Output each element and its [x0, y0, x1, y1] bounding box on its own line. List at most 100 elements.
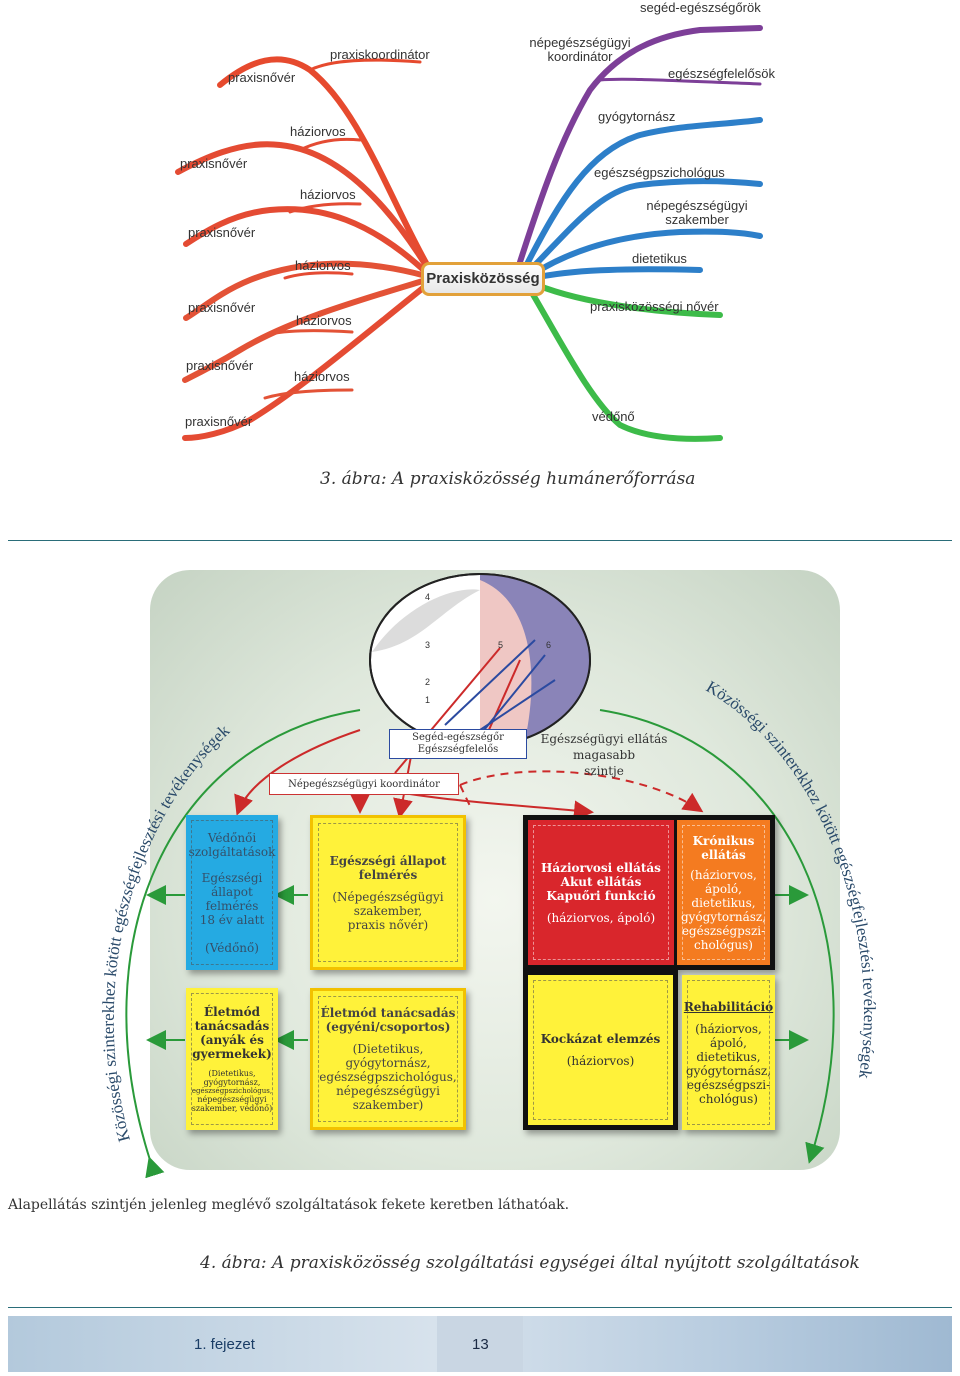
rehabilitacio-box: Rehabilitáció (háziorvos, ápoló, dieteti…: [682, 975, 775, 1130]
level-5: 5: [498, 640, 503, 650]
chapter-label: 1. fejezet: [194, 1336, 255, 1353]
haziorvosi-line-4: (háziorvos, ápoló): [546, 910, 656, 925]
branch-right-blue-4: [531, 266, 703, 281]
mindmap-branches: [175, 25, 763, 442]
branch-haz-4: [268, 329, 354, 336]
diagram-graphics: Közösségi szinterekhez kötött egészségfe…: [99, 573, 879, 1179]
mm-label-l4: praxisnővér: [180, 156, 248, 171]
egeszsegi-line-4: szakember,: [353, 903, 423, 918]
eletmod-b-line-4: egészségpszichológus,: [319, 1070, 457, 1084]
figure-4-caption: 4. ábra: A praxisközösség szolgáltatási …: [200, 1253, 860, 1273]
eletmod-s-line-5: (Dietetikus,: [208, 1069, 256, 1078]
eletmod-b-line-1: Életmód tanácsadás: [320, 1006, 456, 1020]
branch-left-1: [217, 56, 433, 273]
eletmod-s-line-3: (anyák és: [200, 1033, 264, 1047]
haziorvosi-box: Háziorvosi ellátás Akut ellátás Kapuőri …: [528, 820, 674, 965]
mm-label-l11: háziorvos: [294, 369, 350, 384]
figure-3-caption: 3. ábra: A praxisközösség humánerőforrás…: [320, 469, 696, 489]
mm-label-l8: praxisnővér: [188, 300, 256, 315]
mm-label-r2: népegészségügyi koordinátor: [529, 35, 631, 64]
kockazat-line-2: (háziorvos): [566, 1054, 635, 1068]
kronikus-line-8: chológus): [694, 937, 753, 952]
haziorvosi-line-3: Kapuőri funkció: [546, 888, 656, 903]
eletmod-s-line-2: tanácsadás: [194, 1019, 270, 1033]
branch-haz-3: [283, 271, 354, 280]
branch-right-green-2: [525, 283, 723, 442]
vedonoi-box: Védőnői szolgáltatások Egészségi állapot…: [186, 815, 278, 970]
right-arc: [599, 709, 835, 1164]
nepeg-koordinator-box: Népegészségügyi koordinátor: [269, 773, 459, 795]
mm-label-r8: praxisközösségi nővér: [590, 299, 719, 314]
divider-bottom: [8, 1307, 952, 1308]
branch-right-green-1: [527, 279, 723, 318]
rehab-line-4: dietetikus,: [696, 1049, 761, 1064]
page-number-cell: [437, 1316, 523, 1372]
rehab-line-2: (háziorvos,: [695, 1021, 762, 1036]
branch-haz-2: [288, 202, 362, 214]
branch-right-purple: [517, 25, 763, 265]
vedonoi-line-2: szolgáltatások: [188, 844, 276, 859]
magasabb-line-1: Egészségügyi ellátás: [540, 732, 668, 746]
branch-egeszsegfelelos: [598, 77, 762, 86]
branch-haz-1: [298, 137, 362, 152]
vedonoi-line-5: felmérés: [205, 898, 259, 913]
vedonoi-line-1: Védőnői: [207, 830, 257, 845]
divider-top: [8, 540, 952, 541]
mm-label-l12: praxisnővér: [185, 414, 253, 429]
branch-left-4: [183, 260, 429, 321]
rehab-line-3: ápoló,: [710, 1035, 747, 1050]
mm-label-l10: praxisnővér: [186, 358, 254, 373]
rehab-line-7: chológus): [699, 1091, 758, 1106]
mm-label-l1: praxisnővér: [228, 70, 296, 85]
kronikus-line-7: egészségpszi-: [681, 923, 766, 938]
mm-label-r5: egészségpszichológus: [594, 165, 725, 180]
branch-left-5: [182, 277, 429, 383]
magasabb-line-3: szintje: [584, 764, 624, 778]
haziorvosi-line-1: Háziorvosi ellátás: [541, 860, 661, 875]
note-text: Alapellátás szintjén jelenleg meglévő sz…: [8, 1197, 570, 1213]
mm-label-l2: praxiskoordinátor: [330, 47, 430, 62]
egeszsegi-line-3: (Népegészségügyi: [332, 889, 444, 904]
seged-line-2: Egészségfelelős: [417, 744, 499, 755]
kockazat-box: Kockázat elemzés (háziorvos): [528, 975, 673, 1125]
page-number: 13: [472, 1336, 489, 1353]
mm-label-r6: népegészségügyi szakember: [646, 198, 748, 227]
kronikus-line-6: gyógytornász,: [680, 909, 767, 924]
seged-line-1: Segéd-egészségőr: [412, 732, 504, 743]
eletmod-big-box: Életmód tanácsadás (egyéni/csoportos) (D…: [310, 988, 466, 1130]
mm-label-r1: segéd-egészségőrök: [640, 0, 761, 15]
kronikus-line-2: ellátás: [701, 847, 746, 862]
vedonoi-line-7: (Védőnő): [205, 940, 259, 955]
mm-label-l9: háziorvos: [296, 313, 352, 328]
eletmod-b-line-2: (egyéni/csoportos): [325, 1020, 451, 1034]
eletmod-b-line-6: szakember): [352, 1098, 424, 1112]
vedonoi-line-6: 18 év alatt: [199, 912, 265, 927]
level-1: 1: [425, 695, 430, 705]
kronikus-line-1: Krónikus: [692, 833, 755, 848]
branch-left-6: [182, 281, 431, 441]
egeszsegi-line-5: praxis nővér): [347, 917, 429, 932]
kronikus-line-5: dietetikus,: [691, 895, 756, 910]
eletmod-b-line-3: (Dietetikus, gyógytornász,: [345, 1042, 431, 1070]
branch-right-blue-1: [523, 117, 763, 269]
vedonoi-line-3: Egészségi: [201, 870, 263, 885]
kronikus-box: Krónikus ellátás (háziorvos, ápoló, diet…: [677, 820, 770, 965]
mm-label-r9: védőnő: [592, 409, 635, 424]
kockazat-line-1: Kockázat elemzés: [540, 1032, 661, 1046]
level-6: 6: [546, 640, 551, 650]
branch-right-blue-2: [527, 178, 763, 273]
egeszsegi-allapot-box: Egészségi állapot felmérés (Népegészségü…: [310, 815, 466, 970]
eletmod-s-line-4: gyermekek): [192, 1047, 272, 1061]
eletmod-small-box: Életmód tanácsadás (anyák és gyermekek) …: [186, 988, 278, 1130]
kronikus-line-4: ápoló,: [705, 881, 742, 896]
level-4: 4: [425, 592, 430, 602]
branch-koord: [308, 58, 422, 72]
rehab-line-6: egészségpszi-: [686, 1077, 771, 1092]
care-level-ellipse: [369, 573, 591, 747]
left-arc: [125, 709, 361, 1179]
level-3: 3: [425, 640, 430, 650]
eletmod-s-line-7: egészségpszichológus,: [191, 1087, 273, 1095]
branch-left-2: [175, 141, 433, 275]
seged-egeszsegor-box: Segéd-egészségőr Egészségfelelős: [389, 729, 527, 759]
mm-label-l5: háziorvos: [300, 187, 356, 202]
